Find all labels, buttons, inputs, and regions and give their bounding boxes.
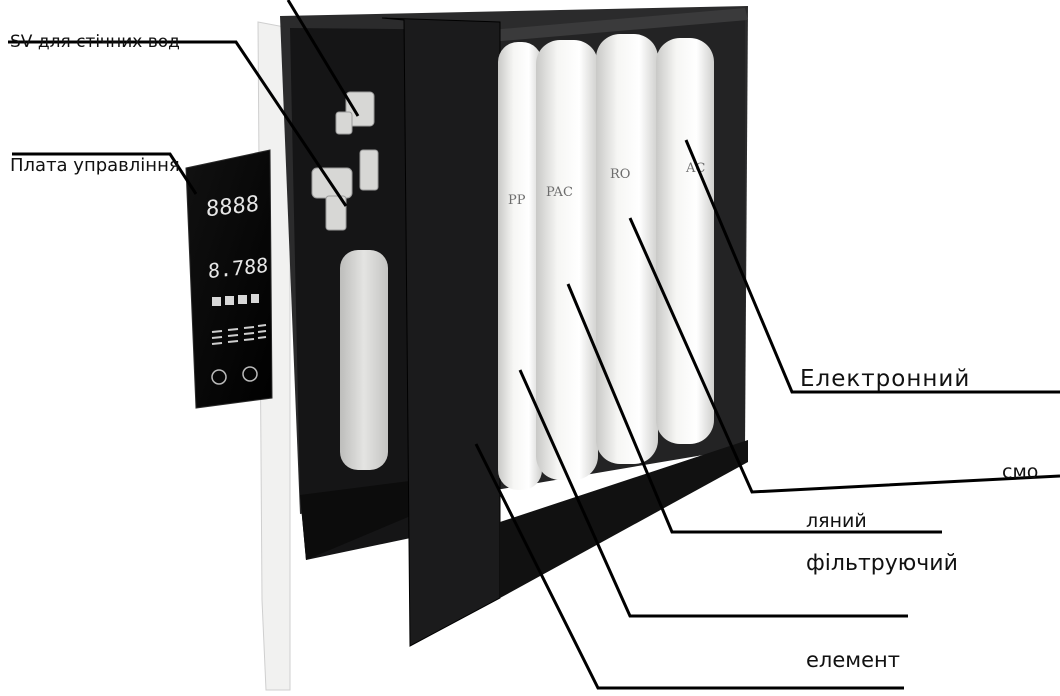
leader-sv-valve (8, 40, 348, 207)
label-line5: елемент (806, 648, 900, 672)
cartridge-ro: RO (596, 34, 658, 464)
label-sv-wastewater: SV для стічних вод (10, 32, 180, 52)
cartridge-ro-label: RO (610, 167, 630, 182)
filter-level-bars (211, 324, 267, 345)
cartridge-pac: PAC (536, 40, 598, 480)
panel-button-right (242, 366, 258, 382)
leader-lines (8, 0, 1060, 690)
leader-top-valve (286, 0, 360, 117)
label-resin: смо (1002, 461, 1039, 483)
display-top: 8888 (206, 192, 259, 222)
leader-line4 (518, 369, 908, 618)
cartridge-ac: AC (656, 38, 714, 444)
leader-electronic (684, 139, 1060, 394)
panel-button-left (211, 369, 227, 385)
label-line3: ляний (806, 510, 867, 532)
leader-control-board (12, 152, 198, 195)
cartridge-pp: PP (498, 42, 542, 490)
control-panel: 8888 8.788 (185, 149, 273, 409)
solenoid-valve-assembly (311, 91, 379, 231)
leader-line3 (566, 283, 942, 534)
filter-cartridges: PP PAC RO AC (498, 34, 714, 490)
cartridge-pp-label: PP (508, 193, 526, 208)
pressure-tank (340, 250, 388, 470)
label-line4: фільтруючий (806, 551, 958, 576)
front-door (381, 17, 501, 647)
label-control-board: Плата управління (10, 155, 180, 176)
label-electronic: Електронний (800, 366, 971, 392)
leader-line5 (474, 443, 904, 690)
status-icons (212, 294, 259, 306)
cartridge-pac-label: PAC (546, 185, 573, 200)
leader-resin (628, 217, 1060, 494)
